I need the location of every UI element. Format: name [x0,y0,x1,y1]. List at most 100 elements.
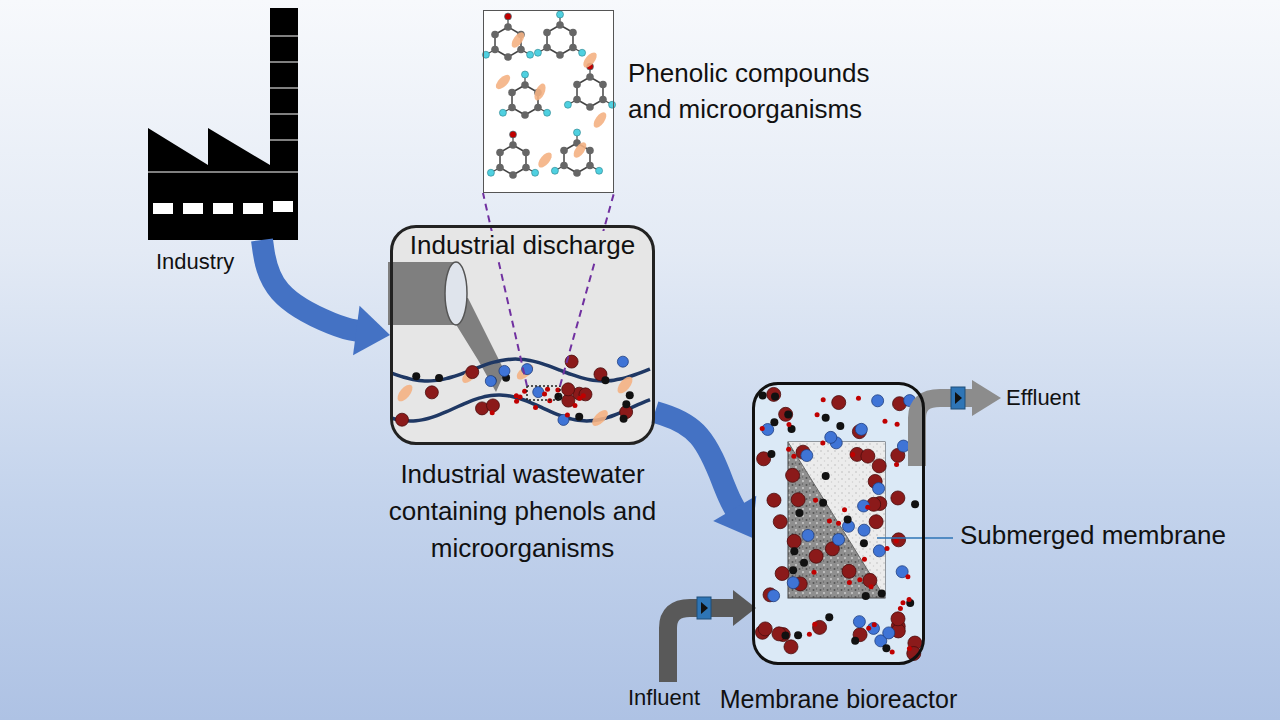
particle [894,462,899,467]
particle [891,491,905,505]
atom [491,31,499,39]
particle [836,521,841,526]
inlet-label: Influent [628,685,700,710]
particle [842,564,856,578]
particle [860,539,868,547]
particle [862,592,870,600]
particle [425,386,438,399]
particle [869,515,883,529]
factory-node: Industry [148,8,300,240]
particle [853,616,865,628]
particle [873,545,885,557]
particle [832,396,846,410]
discharge-box: Industrial dischargeIndustrial wastewate… [390,225,655,445]
atom [534,104,542,112]
particle [767,450,775,458]
particle [836,422,844,430]
particle [759,392,767,400]
atom [574,129,581,136]
shape [270,140,298,141]
atom [556,51,564,59]
atom [599,81,607,89]
particle [412,372,420,380]
particle [873,483,885,495]
discharge-pipe [388,262,505,392]
atom [499,109,506,116]
particle [861,449,875,463]
atom [543,29,551,37]
particle [807,632,812,637]
particle [882,419,887,424]
reactor-particles [755,387,922,660]
atom [543,44,551,52]
particle [791,493,805,507]
particle [898,606,903,611]
particle [895,422,900,427]
microorganism [395,382,416,404]
particle [907,646,912,651]
particle [565,413,570,418]
box-caption: Industrial wastewater containing phenols… [373,456,673,567]
particle [905,574,910,579]
particle [825,431,837,443]
connector-line [655,412,736,510]
atom [586,103,594,111]
atom [573,81,581,89]
atom [510,131,517,138]
shape [270,88,298,89]
outlet-label: Effluent [1006,385,1080,410]
particle [572,403,577,408]
effluent-valve [951,387,965,409]
particle [885,546,890,551]
particle [825,613,833,621]
membrane-edge [788,442,885,598]
membrane-panel [788,442,885,598]
particle [907,597,912,602]
particle [620,415,628,423]
atom [557,11,564,18]
influent-pipe [668,590,756,682]
atom [527,51,534,58]
particle [795,509,803,517]
effluent-head [972,380,1001,416]
particle [786,447,791,452]
atom [560,147,568,155]
shape [270,114,298,115]
leader-line [877,537,953,539]
particle [486,399,499,412]
atom [579,49,586,56]
particle [882,644,890,652]
atom [569,29,577,37]
particle [833,533,845,545]
zoom-lines [483,193,614,386]
atom [522,164,530,172]
atom [508,104,516,112]
callout-label: Submerged membrane [960,521,1226,551]
valve-mark [955,392,962,404]
particle [545,387,550,392]
particle [781,632,789,640]
atom [564,101,571,108]
particle [865,505,870,510]
particle [617,356,628,367]
particle [779,407,793,421]
particle [809,549,823,563]
particle [485,376,496,387]
particle [851,637,859,645]
particle [499,365,510,376]
particle [802,529,814,541]
particle [847,580,852,585]
particle [866,626,871,631]
zoom-marker [527,386,560,400]
connector-line [560,193,614,386]
particle [533,387,544,398]
atom [609,101,616,108]
microorganism [509,30,527,50]
particle [862,557,867,562]
particle [770,418,778,426]
atom [509,171,517,179]
flow-arrow [262,240,390,355]
particle [622,400,630,408]
atom [509,141,517,149]
influent-valve [697,597,711,619]
